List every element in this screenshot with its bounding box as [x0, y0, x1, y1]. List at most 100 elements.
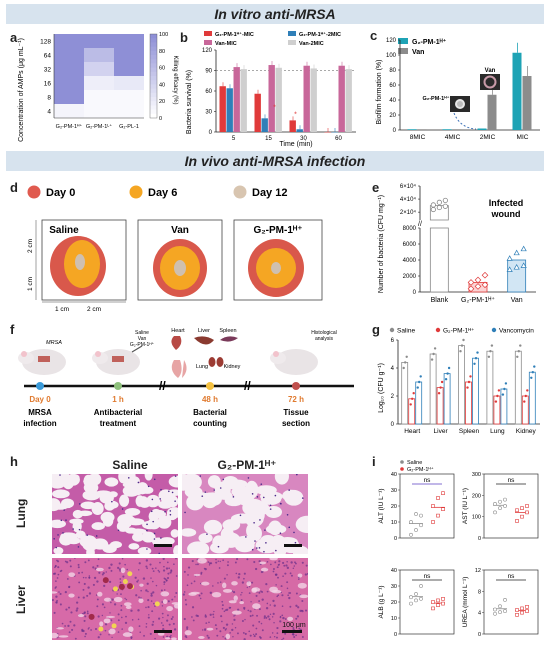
h-nucleus [85, 576, 87, 579]
h-nucleus [152, 620, 155, 623]
h-nucleus [125, 598, 128, 601]
h-nucleus [264, 529, 266, 531]
h-nucleus [71, 628, 74, 631]
g-point [412, 392, 415, 395]
h-nucleus [254, 540, 256, 542]
h-nucleus [249, 634, 252, 637]
h-nucleus [82, 588, 85, 591]
h-nucleus [243, 638, 246, 640]
i-point [431, 606, 435, 611]
h-nucleus [206, 533, 208, 535]
g-point [530, 376, 533, 379]
c-ytick: 120 [386, 38, 397, 44]
i-ytick: 20 [391, 504, 397, 510]
i-ns-label: ns [424, 477, 432, 484]
h-nucleus [108, 566, 111, 570]
h-nucleus [253, 521, 255, 524]
e-xtick: Blank [431, 297, 449, 304]
h-nucleus [210, 562, 213, 565]
h-nucleus [120, 616, 123, 619]
b-legend-swatch [288, 31, 296, 36]
i-ytick: 0 [478, 632, 481, 638]
h-alveolus [159, 537, 175, 546]
h-nucleus [69, 620, 72, 623]
c-bar [452, 129, 462, 130]
i-ytick: 30 [391, 488, 397, 494]
h-nucleus [284, 572, 287, 575]
h-sinusoid [269, 558, 278, 561]
h-sinusoid [231, 610, 242, 615]
a-cbar-step [150, 105, 157, 111]
h-sinusoid [269, 586, 278, 593]
h-nucleus [200, 573, 203, 575]
h-nucleus [286, 581, 289, 584]
e-point [513, 249, 520, 256]
f-step-label-1: MRSA [28, 408, 52, 417]
h-alveolus [265, 524, 287, 535]
h-nucleus [222, 626, 225, 630]
i-ylabel: ALT (IU L⁻¹) [378, 489, 385, 524]
h-nucleus [171, 616, 174, 618]
h-nucleus [247, 477, 250, 479]
i-legend-label: Saline [407, 460, 422, 466]
h-nucleus [150, 594, 153, 597]
h-nucleus [55, 546, 58, 549]
h-nucleus [233, 618, 236, 621]
h-nucleus [228, 606, 231, 609]
h-nucleus [183, 617, 186, 621]
d-group-van: Van [137, 219, 223, 301]
h-row-lung: Lung [14, 498, 28, 528]
d-scale-x2: 2 cm [87, 306, 101, 313]
h-sinusoid [211, 591, 222, 598]
f-img-van: Van [138, 336, 147, 342]
h-nucleus [171, 598, 174, 601]
h-nucleus [289, 572, 292, 575]
h-nucleus [111, 636, 113, 639]
h-alveolus [141, 486, 154, 494]
i-legend-label: G₂-PM-1ᴴ⁺ [407, 466, 434, 473]
h-nucleus [82, 576, 85, 579]
i-point [525, 609, 529, 613]
a-ytick: 32 [44, 67, 52, 74]
h-nucleus [238, 572, 241, 576]
h-nucleus [170, 570, 173, 572]
h-nucleus [244, 618, 246, 621]
h-alveolus [231, 486, 252, 498]
h-nucleus [299, 609, 302, 613]
g-xtick: Liver [434, 428, 449, 435]
h-nucleus [56, 577, 59, 579]
h-nucleus [258, 547, 261, 549]
h-alveolus [195, 492, 212, 501]
i-ytick: 12 [475, 568, 481, 574]
b-xtick: 30 [300, 136, 307, 142]
h-nucleus [269, 613, 272, 616]
g-point [524, 394, 527, 398]
h-scale-label: 100 μm [282, 622, 306, 629]
g-xtick: Spleen [459, 428, 480, 435]
i-point [493, 501, 497, 506]
h-nucleus [222, 478, 225, 481]
h-sinusoid [97, 591, 103, 597]
h-nucleus [207, 636, 210, 639]
g-point [409, 403, 412, 406]
h-alveolus [185, 481, 198, 499]
h-nucleus [286, 560, 288, 563]
b-bar [233, 67, 240, 132]
g-xtick: Kidney [516, 428, 537, 435]
a-ytick: 128 [40, 39, 51, 46]
h-nucleus [254, 567, 258, 571]
h-alveolus [150, 508, 162, 519]
g-point [496, 394, 499, 398]
h-nucleus [138, 569, 140, 571]
c-legend-label: Van [412, 49, 424, 56]
h-nucleus [125, 615, 127, 618]
d-group-gpm: G₂-PM-1ᴴ⁺ [233, 219, 323, 301]
g-bar [486, 350, 494, 425]
h-nucleus [243, 572, 246, 575]
i-point [436, 598, 440, 603]
h-nucleus [164, 510, 166, 513]
h-nucleus [66, 561, 69, 564]
h-nucleus [221, 607, 224, 610]
b-star-2: * [294, 111, 297, 118]
g-point [504, 382, 508, 385]
